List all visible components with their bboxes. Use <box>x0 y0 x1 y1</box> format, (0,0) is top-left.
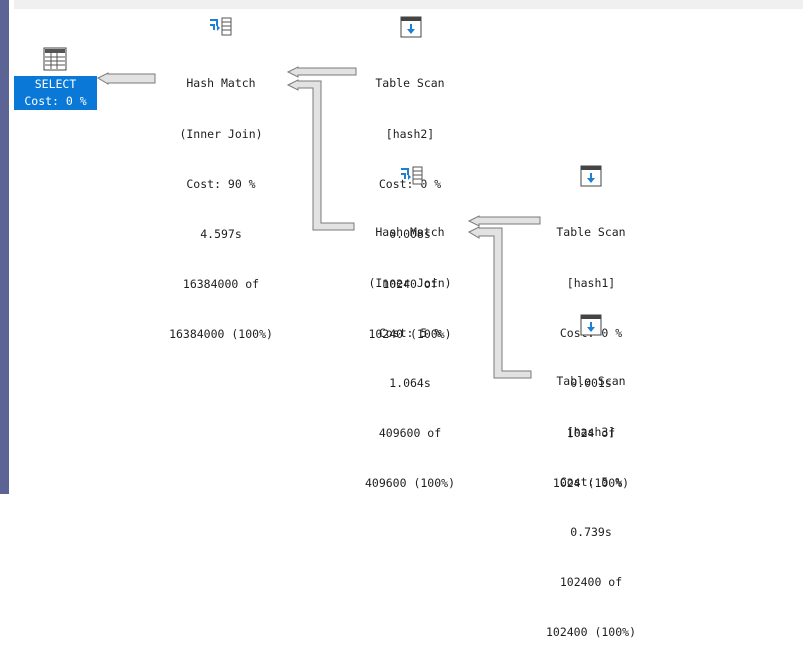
operator-rows-estimated: 1024 (100%) <box>552 475 630 490</box>
operator-time: 1.064s <box>389 375 431 390</box>
operator-detail: (Inner Join) <box>179 126 263 141</box>
operator-cost: Cost: 5 % <box>559 474 623 489</box>
operator-name: Hash Match <box>375 225 445 240</box>
operator-cost: Cost: 90 % <box>186 176 256 191</box>
operator-cost: Cost: 5 % <box>378 325 442 340</box>
table-scan-hash2-node[interactable]: Table Scan [hash2] Cost: 0 % 0.008s 1024… <box>350 42 470 359</box>
table-scan-icon[interactable] <box>400 16 422 38</box>
hash-match-icon[interactable] <box>209 16 233 38</box>
operator-name: Table Scan <box>556 374 626 389</box>
operator-time: 4.597s <box>200 226 242 241</box>
operator-rows-actual: 409600 of <box>378 425 442 440</box>
editor-left-margin <box>0 0 9 494</box>
table-scan-icon[interactable] <box>580 165 602 187</box>
operator-detail: (Inner Join) <box>368 275 452 290</box>
operator-time: 0.008s <box>389 226 431 241</box>
operator-rows-actual: 1024 of <box>566 425 616 440</box>
operator-time: 0.001s <box>570 375 612 390</box>
operator-object: [hash3] <box>566 424 616 439</box>
arrow-hash1-to-hashmatch2 <box>467 215 541 227</box>
operator-rows-estimated: 10240 (100%) <box>368 326 452 341</box>
operator-rows-estimated: 409600 (100%) <box>364 475 455 490</box>
arrow-hash3-to-hashmatch2 <box>467 226 532 379</box>
operator-name: Hash Match <box>186 76 256 91</box>
arrow-hashmatch-to-select <box>96 72 156 85</box>
operator-time: 0.739s <box>570 524 612 539</box>
arrow-hashmatch2-to-hashmatch <box>286 79 355 231</box>
table-scan-hash3-node[interactable]: Table Scan [hash3] Cost: 5 % 0.739s 1024… <box>521 340 661 657</box>
operator-object: [hash2] <box>385 126 435 141</box>
operator-rows-estimated: 16384000 (100%) <box>169 326 273 341</box>
operator-rows-actual: 10240 of <box>382 276 438 291</box>
table-scan-icon[interactable] <box>580 314 602 336</box>
select-node-label[interactable]: SELECT Cost: 0 % <box>14 76 97 110</box>
hash-match-icon[interactable] <box>400 165 424 187</box>
operator-rows-actual: 102400 of <box>559 574 623 589</box>
plan-header-strip <box>14 0 803 9</box>
operator-rows-estimated: 102400 (100%) <box>545 624 636 639</box>
operator-cost: Cost: 0 % <box>378 176 442 191</box>
select-cost: Cost: 0 % <box>24 93 87 108</box>
operator-name: Table Scan <box>556 225 626 240</box>
hash-match-bottom-node[interactable]: Hash Match (Inner Join) Cost: 5 % 1.064s… <box>340 191 480 508</box>
select-table-icon[interactable] <box>43 47 67 71</box>
operator-rows-actual: 16384000 of <box>182 276 260 291</box>
hash-match-top-node[interactable]: Hash Match (Inner Join) Cost: 90 % 4.597… <box>151 42 291 359</box>
select-title: SELECT <box>34 77 77 91</box>
arrow-hash2-to-hashmatch <box>286 66 357 78</box>
plan-connectors <box>96 66 541 379</box>
operator-object: [hash1] <box>566 275 616 290</box>
operator-name: Table Scan <box>375 76 445 91</box>
